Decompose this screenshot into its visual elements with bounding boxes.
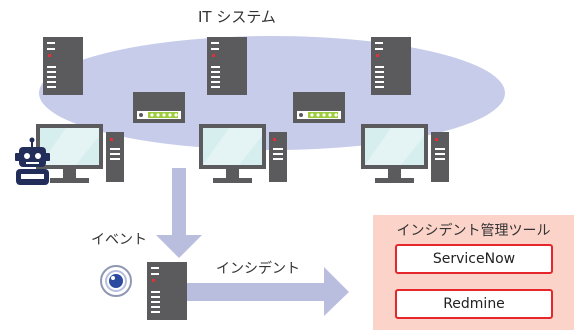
network-switch-icon	[293, 92, 345, 123]
tool-redmine: Redmine	[395, 289, 553, 319]
desktop-computer-icon	[199, 124, 287, 183]
robot-icon	[15, 137, 50, 185]
server-icon	[43, 37, 83, 95]
server-icon	[207, 37, 247, 95]
eye-icon	[100, 265, 132, 297]
it-system-title: IT システム	[198, 8, 276, 26]
tool-servicenow: ServiceNow	[395, 244, 553, 274]
desktop-computer-icon	[361, 124, 449, 183]
event-label: イベント	[91, 232, 147, 248]
server-icon	[147, 262, 187, 320]
arrow-icon	[156, 168, 202, 258]
incident-management-tools-panel: インシデント管理ツール ServiceNow Redmine	[373, 215, 574, 330]
server-icon	[371, 37, 411, 95]
incident-label: インシデント	[216, 261, 300, 277]
network-switch-icon	[133, 92, 185, 123]
tools-panel-title: インシデント管理ツール	[396, 223, 551, 239]
arrow-icon	[187, 267, 349, 316]
